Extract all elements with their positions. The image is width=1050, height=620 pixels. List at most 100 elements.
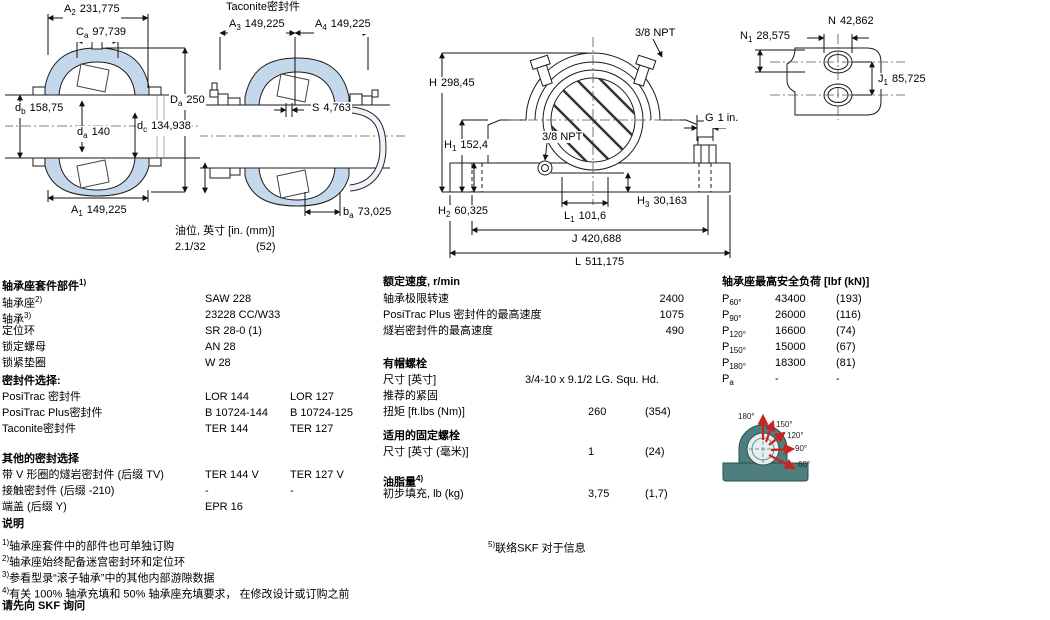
components-title: 轴承座套件部件1) xyxy=(2,278,87,293)
angle-label-150: 150° xyxy=(776,420,793,429)
other-seal-row-value1: - xyxy=(205,485,209,497)
angle-label-180: 180° xyxy=(738,412,755,421)
load-row-value2: (74) xyxy=(836,325,856,337)
load-row-value2: (193) xyxy=(836,293,862,305)
load-row-label: P150° xyxy=(722,341,746,356)
angle-label-60: 60° xyxy=(798,460,811,469)
cap-bolt-torque-value2: (354) xyxy=(645,406,671,418)
grease-value1: 3,75 xyxy=(588,488,610,500)
seal-row-value2: TER 127 xyxy=(290,423,334,435)
cap-bolt-torque-value1: 260 xyxy=(588,406,607,418)
load-row-value1: 15000 xyxy=(775,341,806,353)
other-seal-row-value2: - xyxy=(290,485,294,497)
note-item: 2)轴承座始终配备迷宫密封环和定位环 xyxy=(2,554,186,569)
seal-row-label: PosiTrac 密封件 xyxy=(2,391,82,403)
note-item: 3)参看型录“滚子轴承”中的其他内部游隙数据 xyxy=(2,570,215,585)
component-row-value: SR 28-0 (1) xyxy=(205,325,262,337)
note-item: 4)有关 100% 轴承充填和 50% 轴承座充填要求， 在修改设计或订购之前 xyxy=(2,586,350,601)
component-row-label: 轴承3) xyxy=(2,311,32,326)
speed-row-label: PosiTrac Plus 密封件的最高速度 xyxy=(383,309,542,321)
load-row-value1: 18300 xyxy=(775,357,806,369)
speed-row-value: 490 xyxy=(665,325,684,337)
grease-value2: (1,7) xyxy=(645,488,668,500)
load-row-value2: (81) xyxy=(836,357,856,369)
cap-bolt-size-label: 尺寸 [英寸] xyxy=(383,374,437,386)
oil-level-mm: (52) xyxy=(256,241,276,253)
attach-bolt-value2: (24) xyxy=(645,446,665,458)
component-row-label: 锁定螺母 xyxy=(2,341,46,353)
component-row-value: SAW 228 xyxy=(205,293,252,305)
speed-row-label: 轴承极限转速 xyxy=(383,293,449,305)
note-bold-line: 请先向 SKF 询问 xyxy=(2,600,86,612)
cap-bolt-rec-label: 推荐的紧固 xyxy=(383,390,438,402)
grease-row-label: 初步填充, lb (kg) xyxy=(383,488,464,500)
npt-mid-label: 3/8 NPT xyxy=(541,131,584,143)
load-direction-illustration xyxy=(722,413,809,482)
load-row-value2: - xyxy=(836,373,840,385)
other-seal-row-value1: TER 144 V xyxy=(205,469,259,481)
seal-row-value1: TER 144 xyxy=(205,423,249,435)
notes-title: 说明 xyxy=(2,518,24,530)
other-seal-row-value2: TER 127 V xyxy=(290,469,344,481)
note-5: 5)联络SKF 对于信息 xyxy=(488,540,586,555)
load-row-label: P90° xyxy=(722,309,742,324)
other-seal-row-label: 端盖 (后缀 Y) xyxy=(2,501,67,513)
seal-row-label: Taconite密封件 xyxy=(2,423,76,435)
load-row-value1: 26000 xyxy=(775,309,806,321)
npt-top-label: 3/8 NPT xyxy=(634,27,677,39)
load-row-label: Pa xyxy=(722,373,734,388)
attach-bolt-value1: 1 xyxy=(588,446,595,458)
other-seal-row-value1: EPR 16 xyxy=(205,501,243,513)
speed-row-label: 燧岩密封件的最高速度 xyxy=(383,325,493,337)
component-row-value: W 28 xyxy=(205,357,231,369)
grease-title: 油脂量4) xyxy=(383,474,424,489)
component-row-label: 轴承座2) xyxy=(2,295,43,310)
seal-row-value2: LOR 127 xyxy=(290,391,335,403)
component-row-label: 定位环 xyxy=(2,325,35,337)
note-item: 1)轴承座套件中的部件也可单独订购 xyxy=(2,538,175,553)
oil-level-in: 2.1/32 xyxy=(175,241,206,253)
other-seal-row-label: 接触密封件 (后缀 -210) xyxy=(2,485,115,497)
load-row-value1: 16600 xyxy=(775,325,806,337)
attach-bolt-size-label: 尺寸 [英寸 (毫米)] xyxy=(383,446,469,458)
seal-selection-title: 密封件选择: xyxy=(2,375,61,387)
other-seal-row-label: 带 V 形圈的燧岩密封件 (后缀 TV) xyxy=(2,469,164,481)
cap-bolt-size-value: 3/4-10 x 9.1/2 LG. Squ. Hd. xyxy=(525,374,659,386)
load-row-value1: - xyxy=(775,373,779,385)
seal-row-value1: B 10724-144 xyxy=(205,407,268,419)
seal-row-value2: B 10724-125 xyxy=(290,407,353,419)
cap-bolt-torque-label: 扭矩 [ft.lbs (Nm)] xyxy=(383,406,465,418)
load-row-value2: (116) xyxy=(836,309,861,321)
seal-row-value1: LOR 144 xyxy=(205,391,250,403)
speed-row-value: 2400 xyxy=(659,293,684,305)
loads-title: 轴承座最高安全负荷 [lbf (kN)] xyxy=(722,276,870,288)
seal-row-label: PosiTrac Plus密封件 xyxy=(2,407,103,419)
cap-bolts-title: 有帽螺栓 xyxy=(383,358,427,370)
load-row-value1: 43400 xyxy=(775,293,806,305)
drawing-cross-section-taconite xyxy=(200,30,405,216)
load-row-label: P120° xyxy=(722,325,746,340)
attach-bolts-title: 适用的固定螺栓 xyxy=(383,430,460,442)
component-row-value: 23228 CC/W33 xyxy=(205,309,281,321)
drawing-base-plate-holes xyxy=(755,34,905,120)
load-row-label: P180° xyxy=(722,357,746,372)
